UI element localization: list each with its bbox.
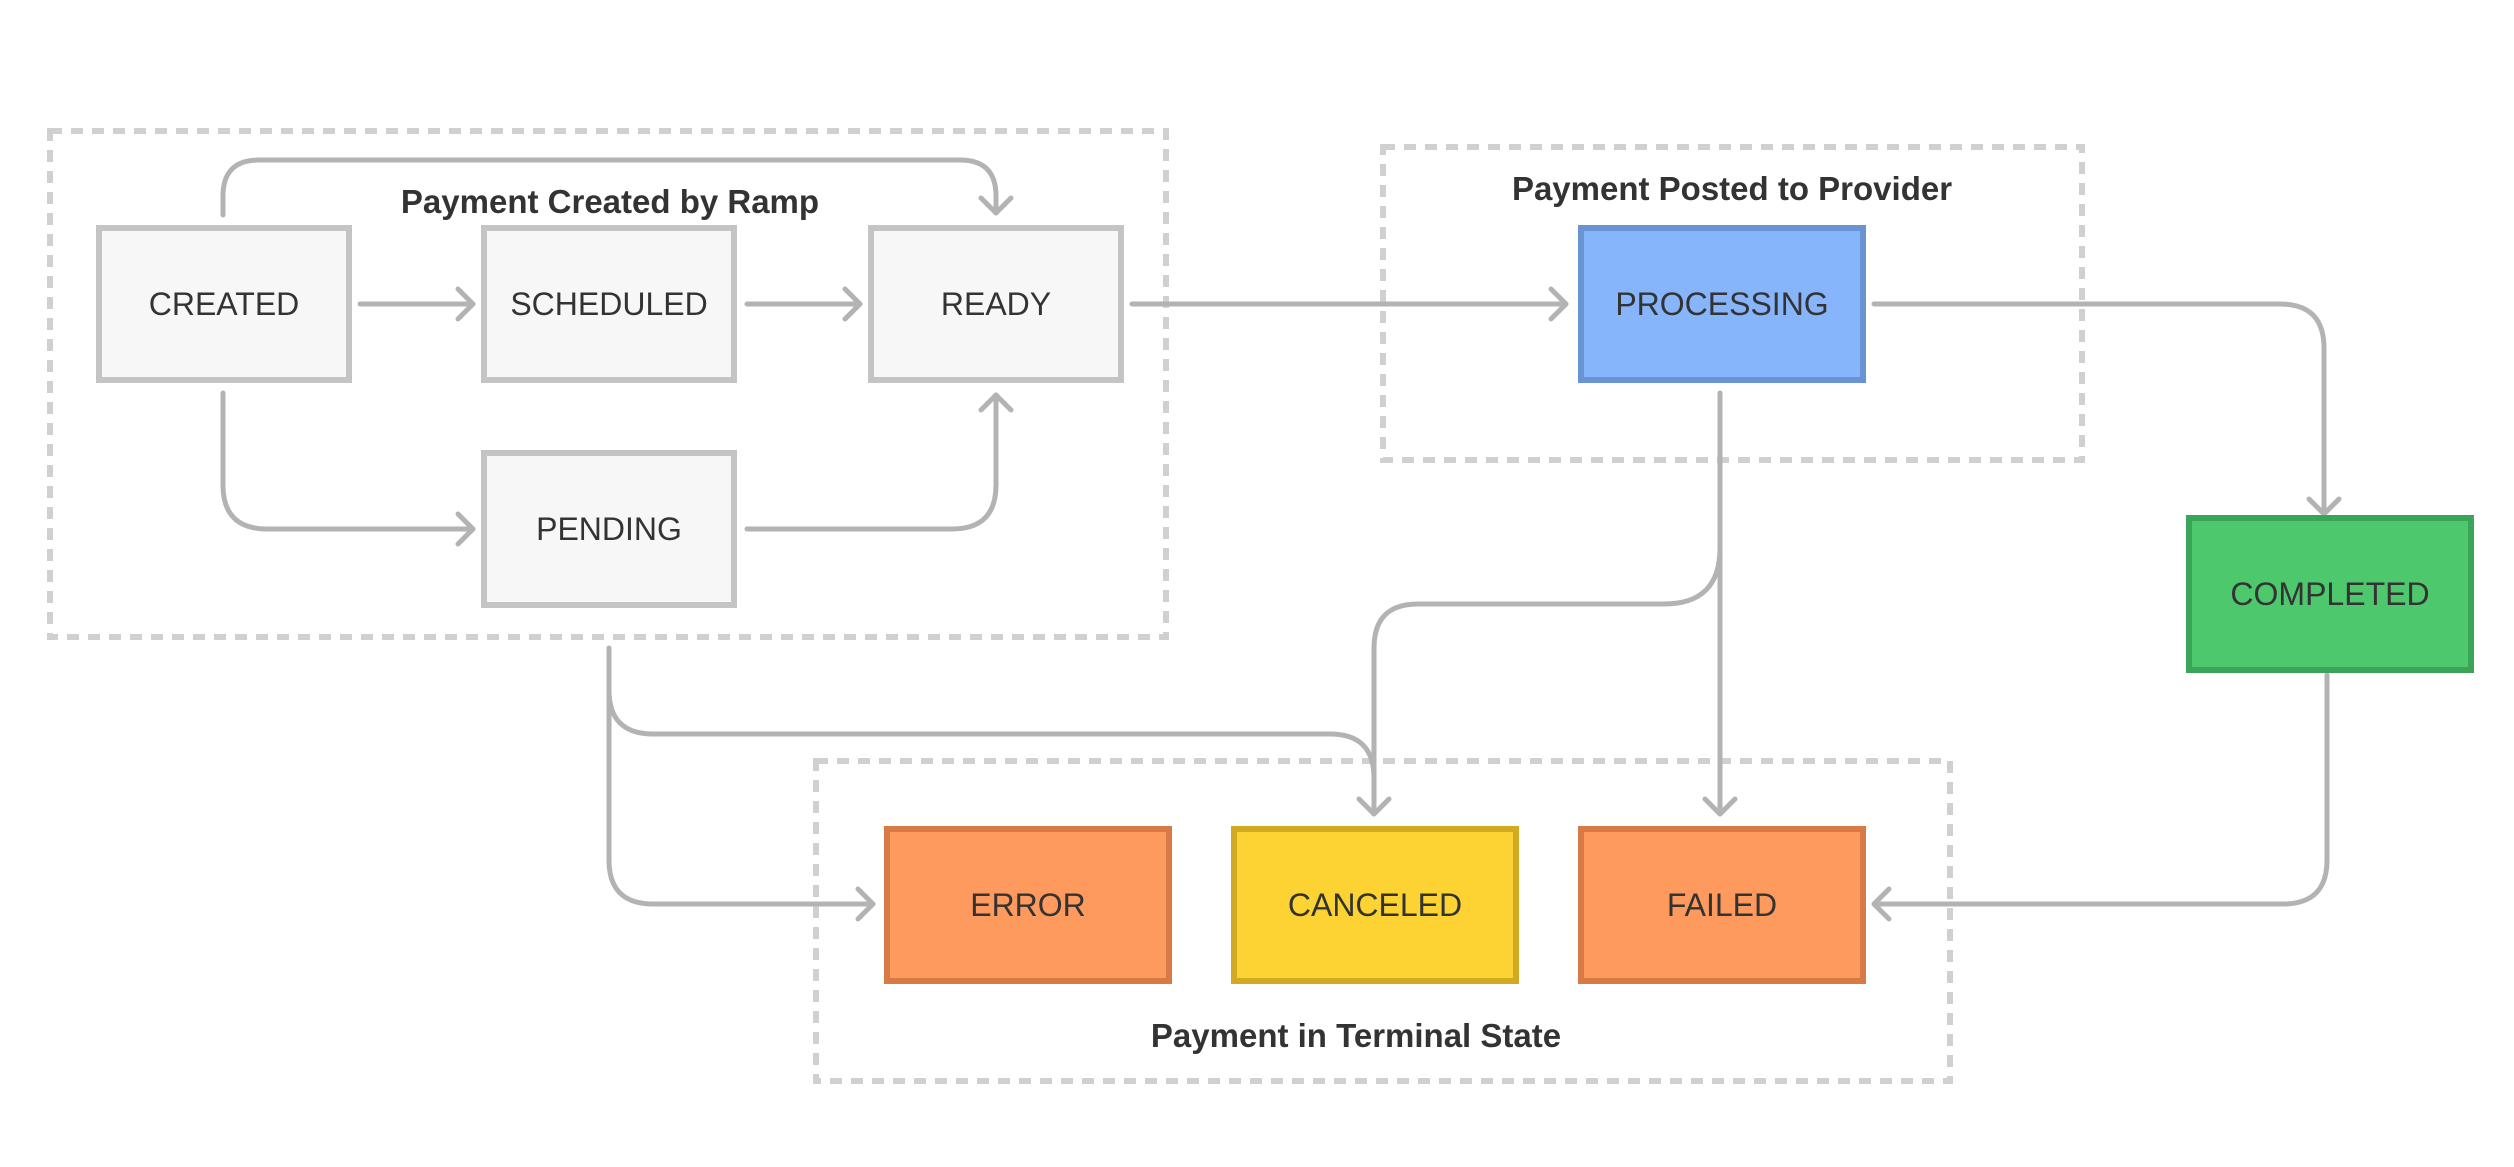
node-box-scheduled xyxy=(481,225,737,383)
edge-ready-to-processing xyxy=(1129,286,1569,322)
node-box-created xyxy=(96,225,352,383)
node-created: CREATED xyxy=(96,225,352,383)
group-box-created-by-ramp xyxy=(47,128,1169,640)
group-terminal-state: Payment in Terminal State xyxy=(813,758,1953,1084)
edge-processing-to-failed xyxy=(1702,390,1738,817)
node-pending: PENDING xyxy=(481,450,737,608)
node-label-scheduled: SCHEDULED xyxy=(510,286,707,322)
node-box-processing xyxy=(1578,225,1866,383)
nodes: CREATED SCHEDULED READY PENDING PROCESSI… xyxy=(96,225,2474,984)
node-label-completed: COMPLETED xyxy=(2230,576,2429,612)
edge-processing-to-completed xyxy=(1871,301,2342,517)
group-posted-to-provider: Payment Posted to Provider xyxy=(1380,144,2085,463)
group-title-posted-to-provider: Payment Posted to Provider xyxy=(1512,170,1952,207)
node-canceled: CANCELED xyxy=(1231,826,1519,984)
node-label-canceled: CANCELED xyxy=(1288,887,1462,923)
edge-created-to-ready xyxy=(220,157,1014,218)
edge-scheduled-to-ready xyxy=(744,286,863,322)
node-label-error: ERROR xyxy=(970,887,1086,923)
edge-completed-to-failed xyxy=(1871,672,2330,922)
node-box-failed xyxy=(1578,826,1866,984)
node-label-failed: FAILED xyxy=(1667,887,1777,923)
node-label-ready: READY xyxy=(941,286,1051,322)
edge-pending-to-ready xyxy=(744,392,1014,532)
edge-group-to-canceled xyxy=(606,687,1377,817)
node-completed: COMPLETED xyxy=(2186,515,2474,673)
node-processing: PROCESSING xyxy=(1578,225,1866,383)
edge-group-to-error xyxy=(606,645,876,922)
group-title-terminal-state: Payment in Terminal State xyxy=(1151,1017,1561,1054)
node-ready: READY xyxy=(868,225,1124,383)
node-box-completed xyxy=(2186,515,2474,673)
group-created-by-ramp: Payment Created by Ramp xyxy=(47,128,1169,640)
edge-processing-to-canceled xyxy=(1356,545,1723,817)
node-box-error xyxy=(884,826,1172,984)
node-scheduled: SCHEDULED xyxy=(481,225,737,383)
node-label-created: CREATED xyxy=(149,286,300,322)
node-label-pending: PENDING xyxy=(536,511,682,547)
node-failed: FAILED xyxy=(1578,826,1866,984)
edges xyxy=(220,157,2342,922)
edge-created-to-scheduled xyxy=(357,286,476,322)
node-box-ready xyxy=(868,225,1124,383)
group-box-terminal-state xyxy=(813,758,1953,1084)
node-box-canceled xyxy=(1231,826,1519,984)
group-title-created-by-ramp: Payment Created by Ramp xyxy=(401,183,819,220)
node-box-pending xyxy=(481,450,737,608)
node-error: ERROR xyxy=(884,826,1172,984)
node-label-processing: PROCESSING xyxy=(1615,286,1828,322)
edge-created-to-pending xyxy=(220,390,476,547)
